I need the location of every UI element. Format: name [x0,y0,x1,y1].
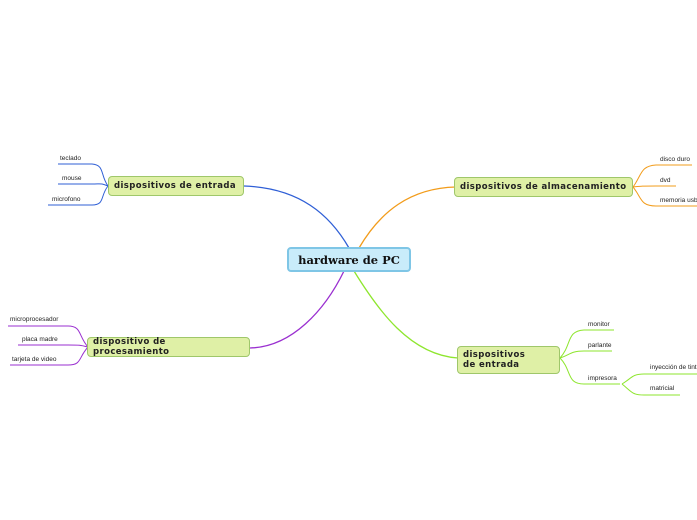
branch-node-entrada[interactable]: dispositivos de entrada [108,176,244,196]
leaf-matricial[interactable]: matricial [650,385,675,392]
leaf-disco-duro[interactable]: disco duro [660,156,690,163]
connector-matricial [621,383,680,396]
connector-tarjeta-de-video [10,346,89,366]
leaf-inyeccion-de-tinta[interactable]: inyección de tinta [650,364,697,371]
connector-root-almacenamiento [358,186,457,249]
connector-impresora [559,357,620,385]
leaf-teclado[interactable]: teclado [60,155,81,162]
leaf-microprocesador[interactable]: microprocesador [10,316,59,323]
connector-microprocesador [8,325,89,348]
connector-root-procesamiento [249,270,345,349]
branch-label-procesamiento: dispositivo de procesamiento [93,337,170,357]
connector-disco-duro [632,164,692,188]
leaf-tarjeta-de-video[interactable]: tarjeta de video [12,356,57,363]
connector-placa-madre [18,344,89,348]
leaf-dvd[interactable]: dvd [660,177,671,184]
leaf-parlante[interactable]: parlante [588,342,612,349]
connector-microfono [48,185,109,206]
connector-root-entrada [243,185,350,249]
root-label: hardware de PC [298,252,400,267]
branch-node-salida[interactable]: dispositivos de entrada [457,346,560,374]
branch-label-salida: dispositivos de entrada [463,350,526,370]
connector-memoria-usb [632,186,697,207]
branch-node-almacenamiento[interactable]: dispositivos de almacenamiento [454,177,633,197]
leaf-memoria-usb[interactable]: memoria usb [660,197,697,204]
connector-inyeccion-de-tinta [621,373,697,385]
connector-monitor [559,329,614,359]
leaf-impresora[interactable]: impresora [588,375,617,382]
leaf-monitor[interactable]: monitor [588,321,610,328]
connector-dvd [632,185,676,188]
connector-root-salida [353,270,459,359]
leaf-placa-madre[interactable]: placa madre [22,336,58,343]
branch-label-almacenamiento: dispositivos de almacenamiento [460,182,627,192]
branch-label-entrada: dispositivos de entrada [114,181,236,191]
connector-teclado [58,163,109,187]
connector-parlante [559,350,612,359]
leaf-microfono[interactable]: microfono [52,196,81,203]
root-node[interactable]: hardware de PC [287,247,411,272]
connector-mouse [58,183,109,187]
branch-node-procesamiento[interactable]: dispositivo de procesamiento [87,337,250,357]
leaf-mouse[interactable]: mouse [62,175,82,182]
